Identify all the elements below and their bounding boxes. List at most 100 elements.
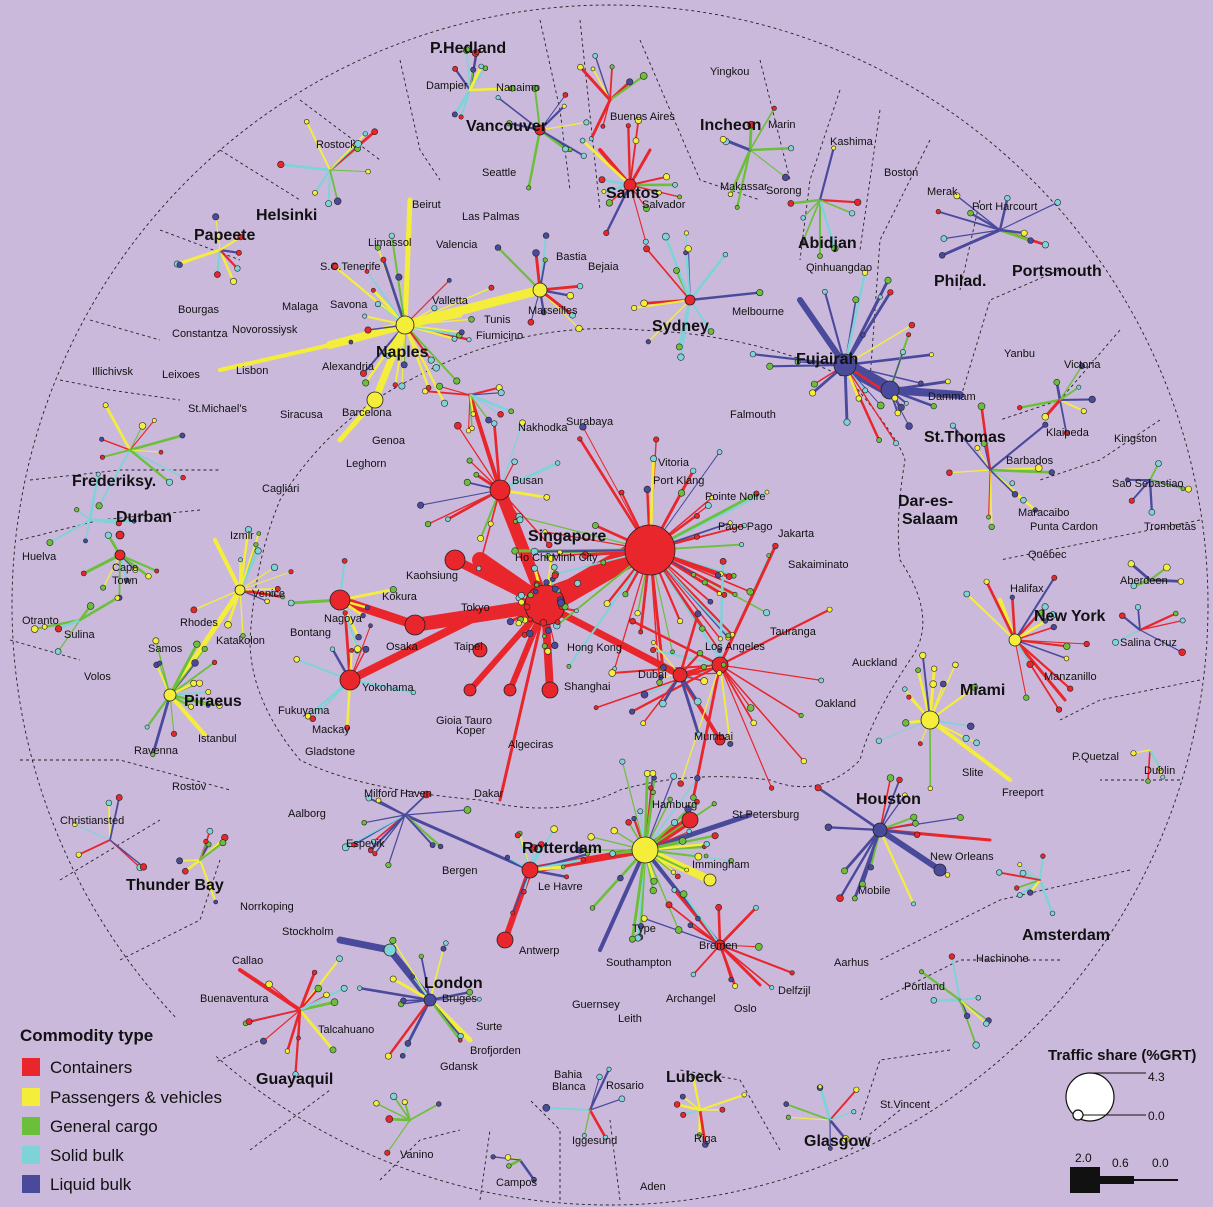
satellite-node [245, 1018, 253, 1025]
label-port: Slite [962, 767, 983, 779]
satellite-node [72, 821, 78, 828]
label-port: Rosario [606, 1080, 644, 1092]
spoke-line [1014, 639, 1068, 660]
label-port: Volos [84, 671, 111, 683]
spoke-line [1013, 638, 1068, 648]
satellite-node [235, 249, 242, 256]
satellite-node [370, 839, 376, 845]
spoke-line [215, 216, 221, 251]
satellite-node [81, 570, 87, 577]
satellite-node [640, 720, 647, 727]
spoke-line [588, 1068, 611, 1112]
satellite-node [650, 646, 657, 653]
label-port: Dublin [1144, 765, 1175, 777]
label-durban: Durban [116, 509, 172, 526]
spoke-line [801, 199, 821, 244]
label-philad: Philad. [934, 273, 986, 290]
label-port: Espevik [346, 838, 385, 850]
satellite-node [497, 389, 505, 397]
satellite-node [518, 598, 525, 606]
satellite-node [554, 619, 561, 626]
label-port: Marseilles [528, 305, 578, 317]
spoke-line [719, 664, 752, 709]
spoke-line [1018, 398, 1062, 409]
satellite-node [213, 899, 218, 905]
satellite-node [508, 408, 515, 415]
satellite-node [270, 563, 279, 572]
spoke-line [929, 664, 957, 721]
satellite-node [344, 724, 351, 731]
satellite-node [545, 627, 552, 634]
satellite-node [506, 618, 514, 626]
spoke-line [983, 442, 991, 471]
satellite-node [336, 955, 343, 963]
spoke-line [429, 947, 445, 1001]
spoke-line [401, 324, 406, 387]
spoke-line [959, 996, 980, 1001]
node-dubai [672, 667, 688, 683]
satellite-node [651, 640, 656, 645]
spoke-line [878, 828, 915, 906]
spoke-line [853, 828, 882, 900]
spoke-line [118, 553, 150, 578]
satellite-node [643, 245, 650, 253]
spoke-line [1059, 399, 1085, 413]
satellite-node [690, 1074, 696, 1080]
satellite-node [893, 440, 899, 447]
spoke-line [630, 848, 647, 941]
satellite-node [817, 253, 823, 259]
port-labels: Busan Nakhodka Surabaya Falmouth Vitoria… [22, 66, 1197, 1193]
satellite-node [473, 49, 480, 55]
satellite-node [618, 489, 625, 496]
label-dares-1: Dar-es- [898, 493, 953, 510]
satellite-node [206, 827, 214, 835]
satellite-node [1041, 241, 1049, 249]
satellite-node [1063, 642, 1071, 650]
node-koper [503, 683, 517, 697]
satellite-node [605, 199, 614, 207]
label-port: Los Angeles [705, 641, 765, 653]
satellite-node [975, 995, 981, 1001]
label-port: Venice [252, 588, 285, 600]
spoke-line [952, 424, 991, 471]
label-port: Tunis [484, 314, 511, 326]
spoke-line [843, 828, 882, 873]
node-neworleans [933, 863, 947, 877]
label-thunderbay: Thunder Bay [126, 877, 224, 894]
satellite-node [190, 679, 198, 687]
label-port: Savona [330, 299, 368, 311]
satellite-node [696, 649, 704, 657]
satellite-node [364, 605, 370, 611]
satellite-node [485, 416, 492, 424]
satellite-node [598, 176, 606, 184]
spoke-line [468, 87, 514, 92]
satellite-node [1145, 778, 1151, 784]
spoke-line [668, 903, 721, 946]
satellite-node [385, 861, 392, 868]
satellite-node [902, 686, 908, 692]
spoke-line [305, 120, 331, 171]
satellite-node [491, 420, 498, 427]
label-piraeus: Piraeus [184, 693, 242, 710]
spoke-line [828, 1118, 847, 1141]
satellite-node [693, 697, 702, 706]
node-dammam [880, 380, 900, 400]
satellite-node [531, 564, 538, 572]
spoke-line [768, 363, 847, 368]
satellite-node [400, 361, 408, 369]
satellite-node [323, 991, 330, 999]
satellite-node [966, 722, 975, 730]
spoke-line [403, 323, 446, 405]
satellite-node [618, 1095, 626, 1103]
satellite-node [637, 923, 644, 930]
satellite-node [836, 894, 844, 903]
satellite-node [138, 422, 147, 430]
spoke-line [969, 211, 1002, 232]
spoke-line [404, 318, 473, 326]
satellite-node [983, 578, 990, 585]
satellite-node [511, 547, 519, 555]
satellite-node [974, 445, 981, 451]
spoke-line [178, 859, 201, 862]
satellite-node [398, 382, 406, 390]
satellite-node [1125, 477, 1130, 483]
